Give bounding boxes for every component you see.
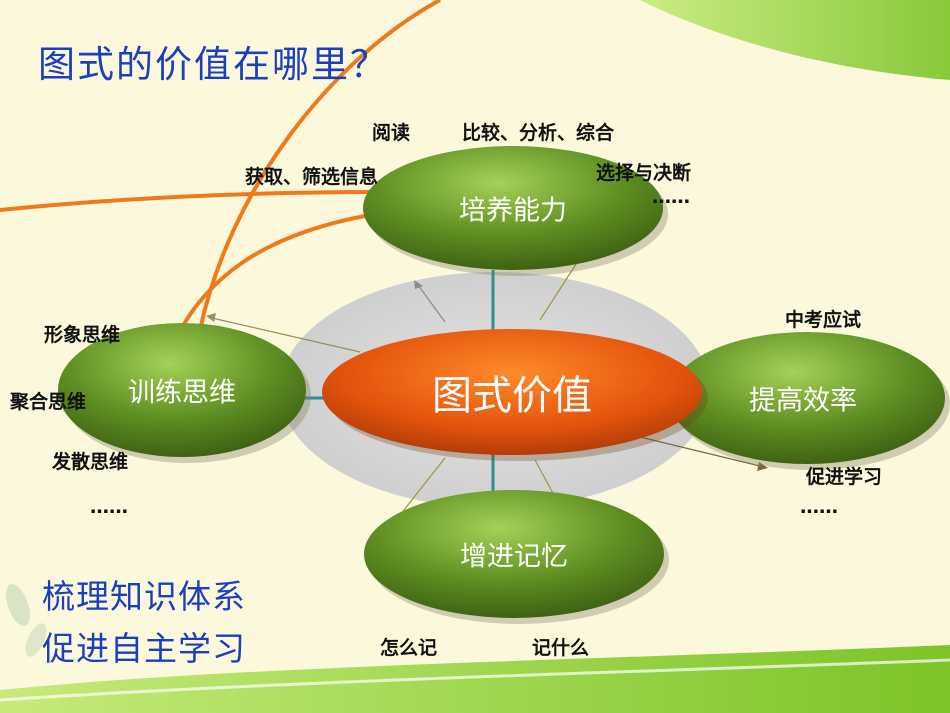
node-top-label: 培养能力 <box>459 195 567 227</box>
note-what-to-remember: 记什么 <box>532 637 590 659</box>
note-top-etc: …… <box>652 186 690 208</box>
note-compare: 比较、分析、综合 <box>462 122 615 144</box>
note-image-thinking: 形象思维 <box>44 324 121 346</box>
node-right-label: 提高效率 <box>749 385 857 417</box>
note-right-etc: …… <box>800 496 838 518</box>
note-exam: 中考应试 <box>785 309 862 331</box>
note-promote-learning: 促进学习 <box>806 466 883 488</box>
note-acquire: 获取、筛选信息 <box>245 166 379 188</box>
note-how-to-remember: 怎么记 <box>380 637 438 659</box>
side-note-knowledge-system: 梳理知识体系 <box>42 577 246 616</box>
note-divergent-thinking: 发散思维 <box>52 451 129 473</box>
note-choose: 选择与决断 <box>596 162 692 184</box>
note-read: 阅读 <box>372 122 411 144</box>
side-note-self-learning: 促进自主学习 <box>42 629 246 668</box>
note-left-etc: …… <box>90 496 128 518</box>
note-convergent-thinking: 聚合思维 <box>10 391 87 413</box>
slide-title: 图式的价值在哪里？ <box>38 43 389 86</box>
node-bottom-label: 增进记忆 <box>460 541 568 573</box>
center-node-label: 图式价值 <box>432 373 592 419</box>
node-left-label: 训练思维 <box>128 377 236 409</box>
